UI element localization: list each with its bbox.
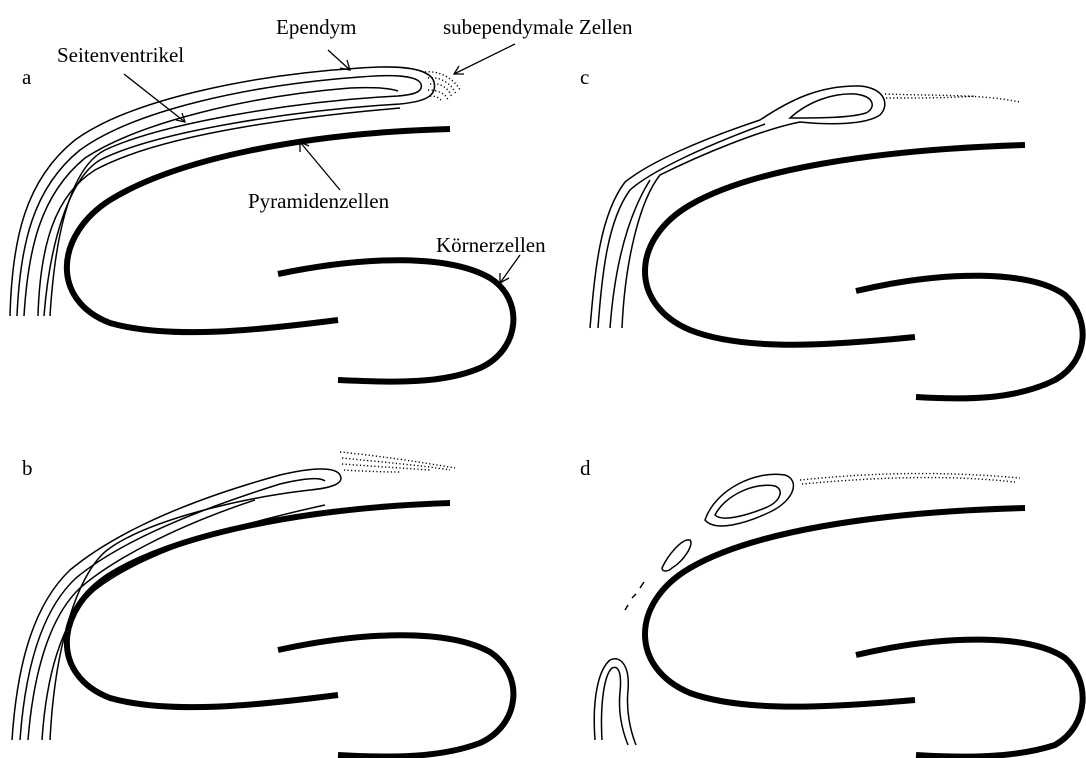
subependymal-cell-trail — [800, 474, 1020, 484]
pyramidal-cell-layer — [645, 508, 1025, 707]
ventricle-remnant-lower-inner — [601, 667, 628, 745]
label-pyramidal-cells: Pyramidenzellen — [248, 189, 390, 213]
label-subependymal-cells: subependymale Zellen — [443, 15, 633, 39]
panel-letter-c: c — [580, 65, 589, 89]
panel-c: c — [580, 65, 1083, 398]
pyramidal-cell-layer — [67, 129, 450, 332]
granule-cell-layer — [856, 640, 1083, 757]
arrow-koernerzellen — [500, 255, 520, 283]
arrow-ependym — [328, 50, 350, 70]
ventricle-remnant-large-outer — [705, 474, 793, 526]
ventricle-remnant-large-inner — [715, 485, 780, 518]
ventricle-remnant-lower-outer — [594, 659, 636, 745]
panel-d: d — [580, 456, 1083, 757]
ventricle-fragment — [632, 594, 636, 598]
ventricle-remnant-small — [662, 540, 691, 571]
panel-b: b — [12, 452, 513, 757]
panel-a: a — [10, 15, 633, 382]
ventricle-inner-wall — [598, 124, 765, 328]
ventricle-fragment — [640, 582, 644, 588]
subependymal-cell-cluster — [340, 452, 455, 472]
panel-letter-b: b — [22, 456, 33, 480]
arrow-subependymal — [454, 44, 515, 74]
label-lateral-ventricle: Seitenventrikel — [57, 43, 184, 67]
ventricle-cavity — [790, 94, 872, 118]
panel-letter-d: d — [580, 456, 591, 480]
ventricle-fragment — [625, 605, 628, 610]
label-ependym: Ependym — [276, 15, 356, 39]
pyramidal-cell-layer — [645, 145, 1025, 345]
subependymal-cell-trail — [885, 94, 1020, 102]
ventricle-outer-wall — [590, 86, 885, 328]
panel-letter-a: a — [22, 65, 32, 89]
arrow-pyramidenzellen — [300, 142, 340, 190]
label-granule-cells: Körnerzellen — [436, 233, 546, 257]
